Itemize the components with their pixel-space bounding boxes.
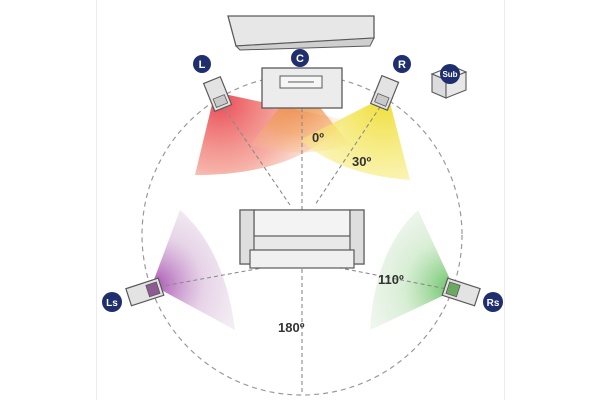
angle-label-front-center: 0º (312, 130, 324, 145)
angle-label-front-right: 30º (352, 154, 371, 169)
badge-left-label: L (199, 59, 206, 71)
badge-subwoofer: Sub (440, 64, 460, 84)
left-surround-speaker (125, 277, 165, 307)
right-speaker-beam (300, 95, 410, 180)
left-surround-beam (152, 210, 235, 330)
tv-screen (227, 15, 375, 51)
sofa (239, 209, 365, 269)
badge-center-label: C (296, 53, 304, 65)
badge-right-label: R (398, 59, 406, 71)
right-panel-edge (504, 0, 505, 400)
center-speaker (261, 67, 343, 109)
badge-right: R (393, 55, 411, 73)
right-speaker (369, 74, 400, 111)
badge-right-surround-label: Rs (487, 298, 500, 309)
badge-left-surround-label: Ls (106, 298, 118, 309)
left-speaker (202, 75, 233, 113)
badge-left-surround: Ls (102, 292, 122, 312)
angle-label-surround: 110º (378, 272, 404, 287)
badge-right-surround: Rs (483, 292, 503, 312)
badge-subwoofer-label: Sub (442, 70, 457, 79)
right-surround-speaker (441, 277, 481, 307)
badge-center: C (291, 49, 309, 67)
badge-left: L (193, 55, 211, 73)
left-panel-edge (96, 0, 97, 400)
listening-circle (141, 74, 463, 396)
right-surround-beam (370, 210, 455, 330)
angle-label-rear: 180º (278, 320, 305, 335)
